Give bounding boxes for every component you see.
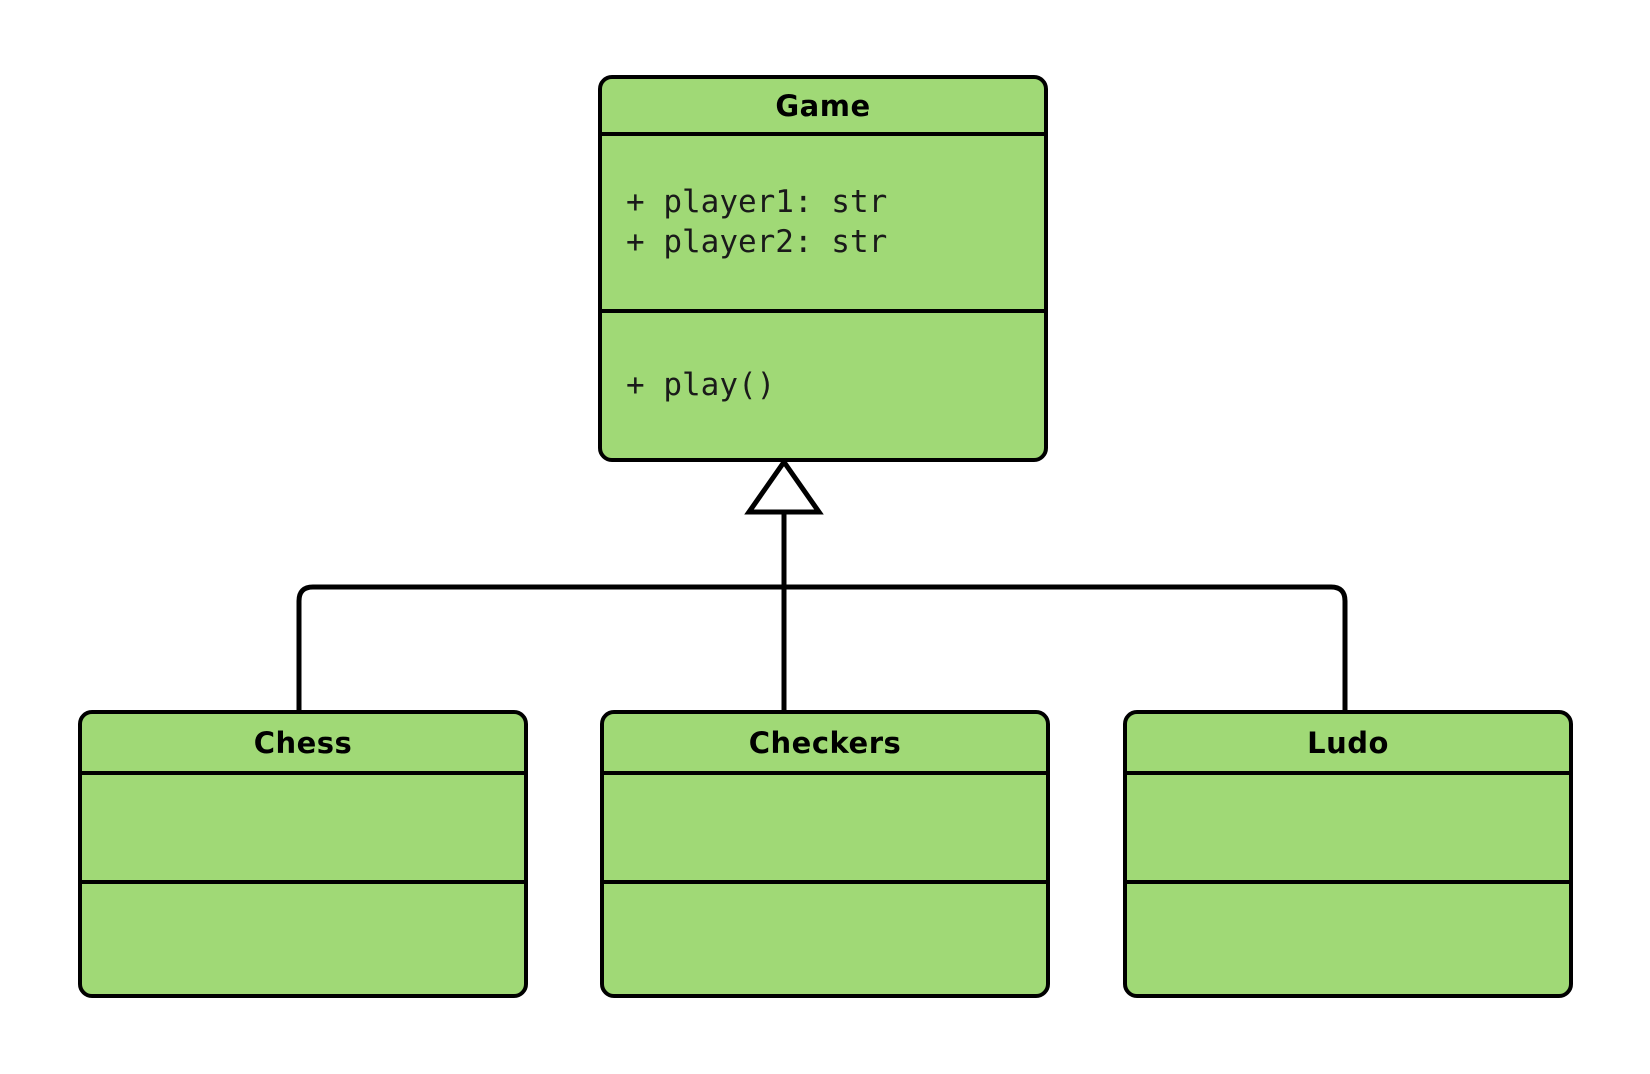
method-row: + play() [626,366,776,403]
class-name-ludo: Ludo [1127,714,1569,776]
attribute-row: + player2: str [626,224,888,261]
methods-compartment-game: + play() [602,313,1044,458]
uml-class-game[interactable]: Game + player1: str + player2: str + pla… [598,75,1048,462]
methods-compartment-chess [82,884,524,994]
attributes-compartment-ludo [1127,775,1569,884]
class-name-game: Game [602,79,1044,137]
uml-class-checkers[interactable]: Checkers [600,710,1050,998]
generalization-triangle-icon [744,457,824,515]
class-name-chess: Chess [82,714,524,776]
uml-class-ludo[interactable]: Ludo [1123,710,1573,998]
attributes-compartment-checkers [604,775,1046,884]
attributes-compartment-game: + player1: str + player2: str [602,136,1044,313]
attributes-compartment-chess [82,775,524,884]
connector-bus-left [296,584,784,710]
methods-compartment-checkers [604,884,1046,994]
attribute-row: + player1: str [626,183,888,220]
connector-bus-right [784,584,1348,710]
class-name-checkers: Checkers [604,714,1046,776]
uml-class-chess[interactable]: Chess [78,710,528,998]
methods-compartment-ludo [1127,884,1569,994]
